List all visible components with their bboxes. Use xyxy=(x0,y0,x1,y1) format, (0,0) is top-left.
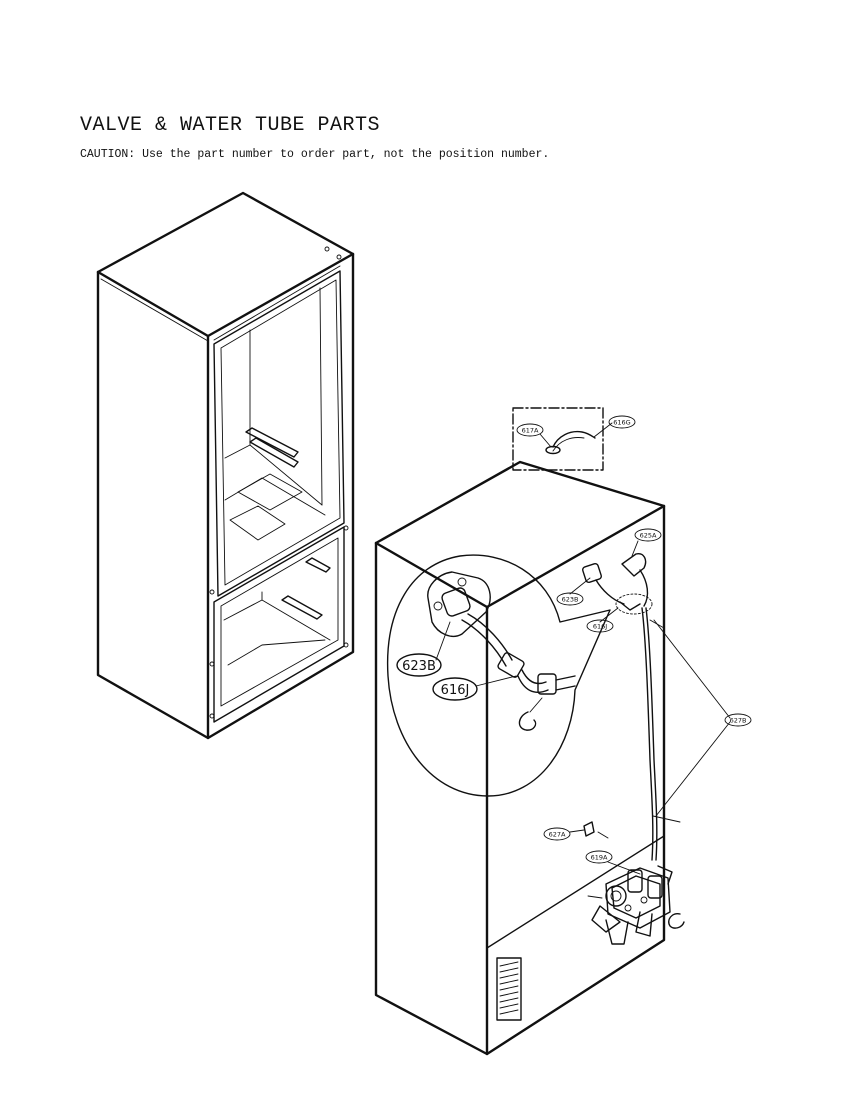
water-valve-assembly xyxy=(587,861,685,945)
callout-623B: 623B xyxy=(556,592,584,606)
callout-619A: 619A xyxy=(585,850,613,864)
detail-callout-623B: 623B xyxy=(396,653,442,677)
front-cabinet-view xyxy=(96,191,355,740)
svg-text:625A: 625A xyxy=(640,532,657,540)
callout-625A: 625A xyxy=(634,528,662,542)
svg-text:623B: 623B xyxy=(562,596,579,604)
detail-magnifier xyxy=(386,554,611,797)
svg-text:627A: 627A xyxy=(549,831,566,839)
svg-text:616G: 616G xyxy=(613,419,630,427)
rear-cabinet-view xyxy=(374,407,731,1056)
vent-grille xyxy=(496,957,522,1021)
callout-617A: 617A xyxy=(516,423,544,437)
callout-616J: 616J xyxy=(586,619,614,633)
callout-627A: 627A xyxy=(543,827,571,841)
caution-note: CAUTION: Use the part number to order pa… xyxy=(80,148,550,161)
page-title: VALVE & WATER TUBE PARTS xyxy=(80,114,381,137)
svg-text:623B: 623B xyxy=(402,659,436,674)
callout-616G: 616G xyxy=(608,415,636,429)
svg-text:627B: 627B xyxy=(730,717,747,725)
detail-callout-616J: 616J xyxy=(432,677,478,701)
svg-text:616J: 616J xyxy=(593,623,607,631)
svg-text:617A: 617A xyxy=(522,427,539,435)
callout-627B: 627B xyxy=(724,713,752,727)
svg-text:619A: 619A xyxy=(591,854,608,862)
svg-text:616J: 616J xyxy=(441,683,470,698)
